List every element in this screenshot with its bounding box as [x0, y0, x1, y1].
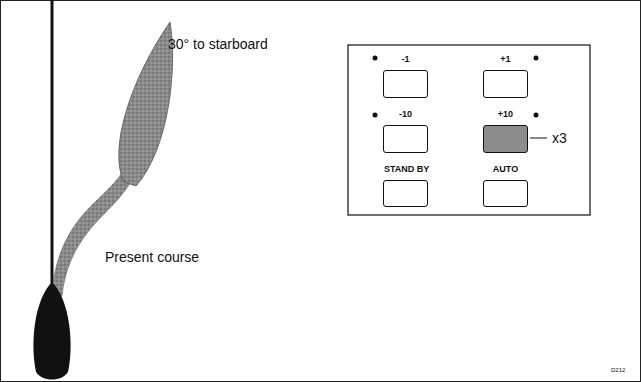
figure-code: D212	[611, 367, 625, 373]
button-label: +10	[484, 109, 527, 119]
panel-button: AUTO	[483, 180, 528, 207]
leader-line	[530, 138, 547, 139]
button-label: -1	[384, 54, 427, 64]
new-heading-boat	[119, 22, 173, 186]
present-boat	[33, 282, 70, 380]
button-label: -10	[384, 109, 427, 119]
led-dot	[373, 56, 378, 61]
heading-label: 30° to starboard	[168, 36, 268, 52]
panel-button: -10	[383, 125, 428, 153]
led-dot	[373, 113, 378, 118]
button-label: AUTO	[484, 164, 527, 174]
control-panel	[348, 45, 590, 215]
led-dot	[534, 56, 539, 61]
panel-button: -1	[383, 70, 428, 98]
course-label: Present course	[105, 249, 199, 265]
button-label: STAND BY	[384, 164, 427, 174]
panel-button: STAND BY	[383, 180, 428, 207]
press-count: x3	[552, 130, 567, 146]
course-line	[51, 0, 54, 300]
panel-button: +1	[483, 70, 528, 98]
panel-button: +10	[483, 125, 528, 153]
led-dot	[534, 113, 539, 118]
button-label: +1	[484, 54, 527, 64]
